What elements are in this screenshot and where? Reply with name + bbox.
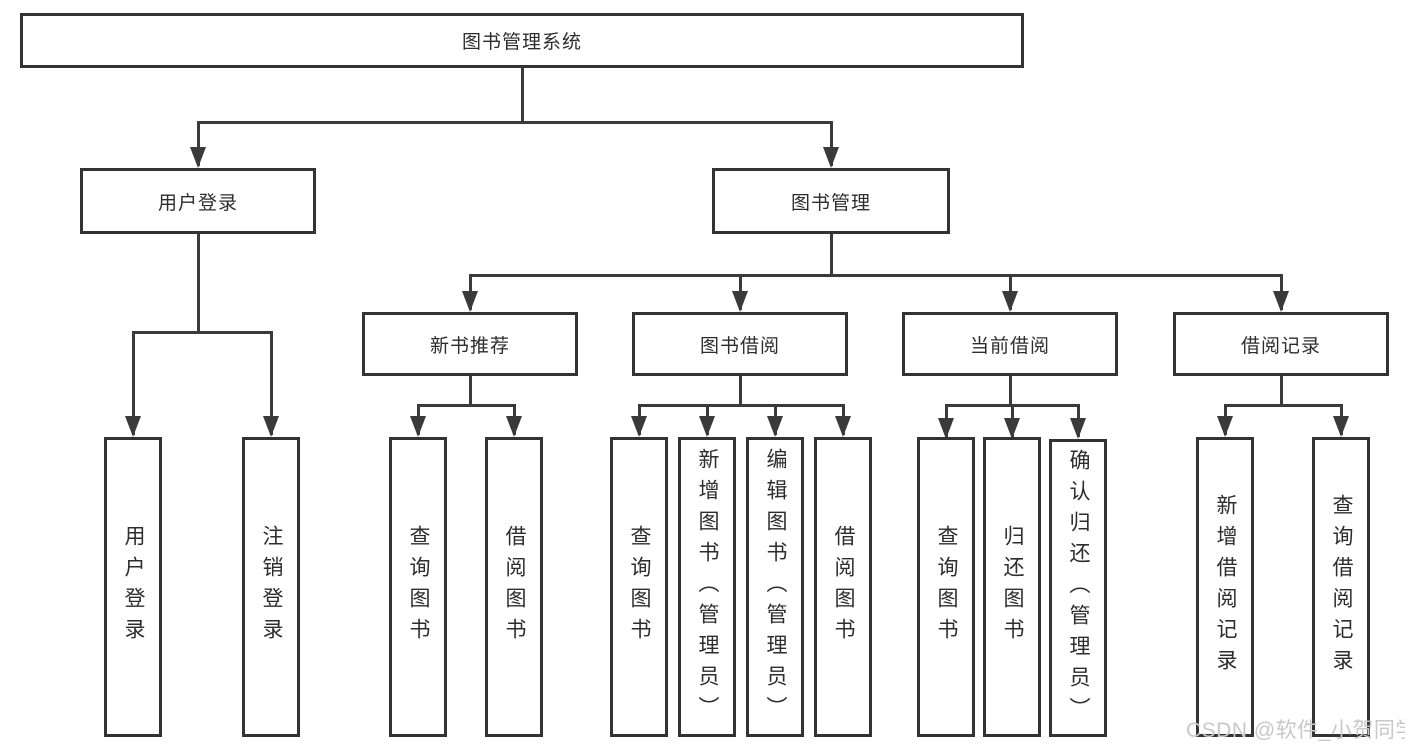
connector-trunk-line [520, 68, 524, 124]
arrow-down-icon [263, 416, 279, 437]
node-leaf-return-book: 归还图书 [983, 437, 1041, 737]
arrow-down-icon [699, 416, 715, 437]
connector-trunk-line [196, 234, 200, 334]
node-leaf-borrow-book-2: 借阅图书 [814, 437, 872, 737]
node-current-borrow: 当前借阅 [902, 312, 1118, 376]
connector-drop-line [829, 122, 833, 166]
node-borrow-records: 借阅记录 [1173, 312, 1389, 376]
node-leaf-confirm-return: 确认归还（管理员） [1049, 439, 1107, 737]
connector-branch-line [196, 120, 833, 124]
connector-branch-line [1223, 403, 1343, 407]
arrow-down-icon [1333, 416, 1349, 437]
arrow-down-icon [410, 416, 426, 437]
arrow-down-icon [190, 147, 206, 168]
node-leaf-borrow-book-1: 借阅图书 [485, 437, 543, 737]
arrow-down-icon [462, 291, 478, 312]
node-leaf-edit-book: 编辑图书（管理员） [746, 437, 804, 737]
node-leaf-user-login: 用户登录 [104, 437, 162, 737]
watermark: CSDN @软件_小贺同学 [1186, 719, 1405, 742]
node-leaf-query-book-2: 查询图书 [610, 437, 668, 737]
arrow-down-icon [125, 416, 141, 437]
arrow-down-icon [823, 147, 839, 168]
arrow-down-icon [631, 416, 647, 437]
arrow-down-icon [767, 416, 783, 437]
node-book-management: 图书管理 [712, 168, 950, 234]
connector-branch-line [468, 273, 1283, 277]
node-new-book-recommend: 新书推荐 [362, 312, 578, 376]
arrow-down-icon [835, 416, 851, 437]
arrow-down-icon [506, 416, 522, 437]
arrow-down-icon [1002, 291, 1018, 312]
node-root: 图书管理系统 [20, 13, 1024, 68]
node-leaf-query-book-1: 查询图书 [389, 437, 447, 737]
connector-trunk-line [738, 376, 742, 407]
connector-drop-line [131, 332, 135, 435]
node-leaf-query-book-3: 查询图书 [917, 437, 975, 737]
arrow-down-icon [1004, 418, 1020, 439]
connector-branch-line [637, 403, 845, 407]
connector-drop-line [196, 122, 200, 166]
arrow-down-icon [1273, 291, 1289, 312]
arrow-down-icon [1070, 418, 1086, 439]
node-leaf-query-record: 查询借阅记录 [1312, 437, 1370, 737]
connector-trunk-line [468, 376, 472, 407]
node-leaf-add-book: 新增图书（管理员） [678, 437, 736, 737]
node-leaf-add-record: 新增借阅记录 [1196, 437, 1254, 737]
connector-trunk-line [829, 234, 833, 277]
arrow-down-icon [732, 291, 748, 312]
connector-branch-line [416, 403, 516, 407]
connector-drop-line [269, 332, 273, 435]
arrow-down-icon [938, 418, 954, 439]
arrow-down-icon [1217, 416, 1233, 437]
connector-trunk-line [1008, 376, 1012, 407]
connector-branch-line [131, 330, 273, 334]
node-leaf-logout: 注销登录 [242, 437, 300, 737]
node-book-borrow: 图书借阅 [632, 312, 848, 376]
node-user-login-group: 用户登录 [80, 168, 316, 234]
connector-trunk-line [1279, 376, 1283, 407]
